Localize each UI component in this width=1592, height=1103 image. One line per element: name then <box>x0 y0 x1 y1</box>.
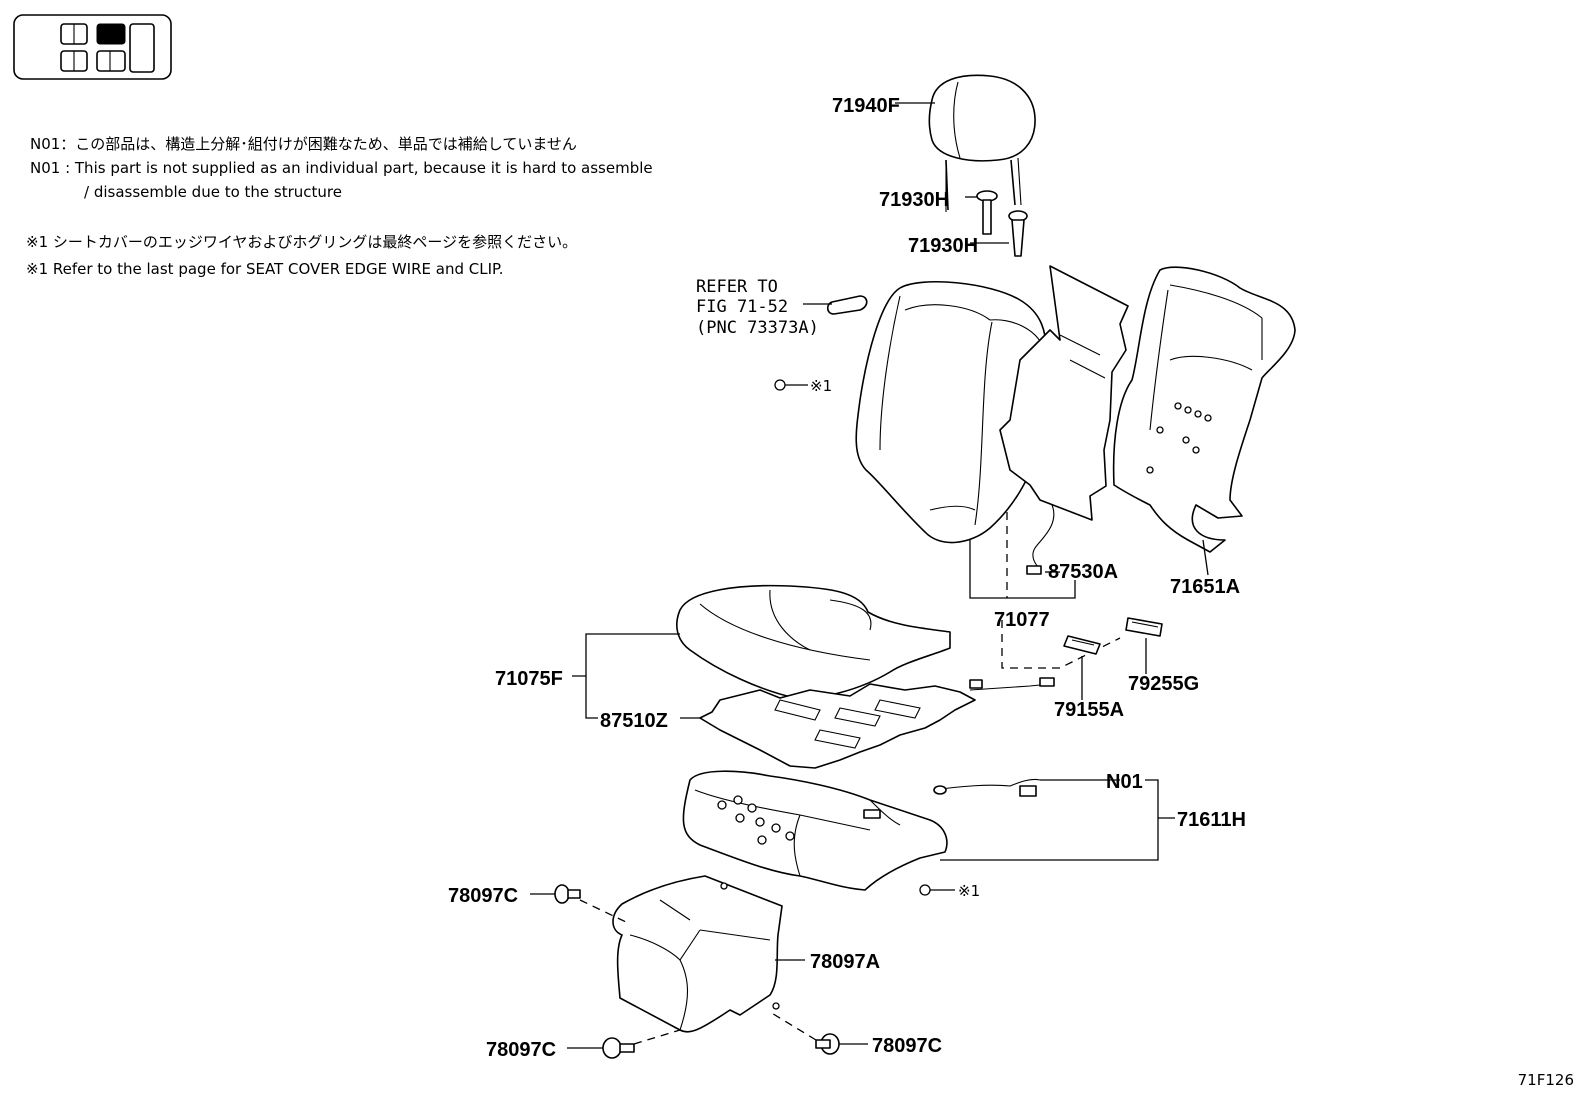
seatback-frame <box>1112 266 1296 553</box>
label-78097C-b: 78097C <box>486 1039 556 1061</box>
hog-ring-marker-1 <box>774 379 808 391</box>
label-87510Z: 87510Z <box>600 710 668 732</box>
seat-cushion-cover <box>676 584 951 700</box>
label-71940F: 71940F <box>832 95 900 117</box>
label-79155A: 79155A <box>1054 699 1124 721</box>
fastener-1 <box>554 884 581 904</box>
headrest-support-1 <box>976 190 998 235</box>
seat-cushion-side-cover <box>612 875 783 1033</box>
label-71611H: 71611H <box>1177 809 1246 831</box>
label-71930H-b: 71930H <box>908 235 978 257</box>
figure-code: 71F126 <box>1517 1071 1574 1089</box>
label-78097C-c: 78097C <box>872 1035 942 1057</box>
label-71075F: 71075F <box>495 668 563 690</box>
note-n01-ja: N01：この部品は、構造上分解･組付けが困難なため、単品では補給していません <box>30 135 577 153</box>
label-87530A: 87530A <box>1048 561 1118 583</box>
label-78097A: 78097A <box>810 951 880 973</box>
switch-79255G <box>1125 617 1163 637</box>
seat-cushion-pad <box>682 770 948 891</box>
fastener-2 <box>602 1037 635 1059</box>
seatback-cover <box>855 280 1048 544</box>
cushion-heater-mat <box>699 683 976 769</box>
refer-line-2: FIG 71-52 <box>696 297 788 317</box>
n01-sensor-wire <box>933 778 1041 797</box>
switch-bezel-79155A <box>1063 635 1101 655</box>
fastener-3 <box>815 1033 840 1055</box>
note-ref1-ja: ※1 シートカバーのエッジワイヤおよびホグリングは最終ページを参照ください。 <box>26 233 578 251</box>
mark-ref1-a: ※1 <box>810 377 832 395</box>
seatback-heater-mat <box>999 265 1129 521</box>
note-ref1-en: ※1 Refer to the last page for SEAT COVER… <box>26 260 504 278</box>
refer-clip <box>826 295 868 315</box>
label-71930H-a: 71930H <box>879 189 949 211</box>
note-n01-en-1: N01 : This part is not supplied as an in… <box>30 159 653 177</box>
refer-line-3: (PNC 73373A) <box>696 318 819 338</box>
headrest-support-2 <box>1008 210 1028 257</box>
label-71077: 71077 <box>994 609 1050 631</box>
headrest <box>928 74 1036 212</box>
bracket-71077 <box>969 540 1076 599</box>
seatback-heater-wire <box>1026 504 1055 575</box>
seat-position-icon <box>13 14 172 80</box>
note-n01-en-2: / disassemble due to the structure <box>84 183 342 201</box>
refer-line-1: REFER TO <box>696 277 778 297</box>
hog-ring-marker-2 <box>919 884 955 896</box>
mark-ref1-b: ※1 <box>958 882 980 900</box>
cushion-heater-harness <box>969 677 1055 691</box>
label-71651A: 71651A <box>1170 576 1240 598</box>
label-N01: N01 <box>1106 771 1143 793</box>
label-79255G: 79255G <box>1128 673 1199 695</box>
label-78097C-a: 78097C <box>448 885 518 907</box>
